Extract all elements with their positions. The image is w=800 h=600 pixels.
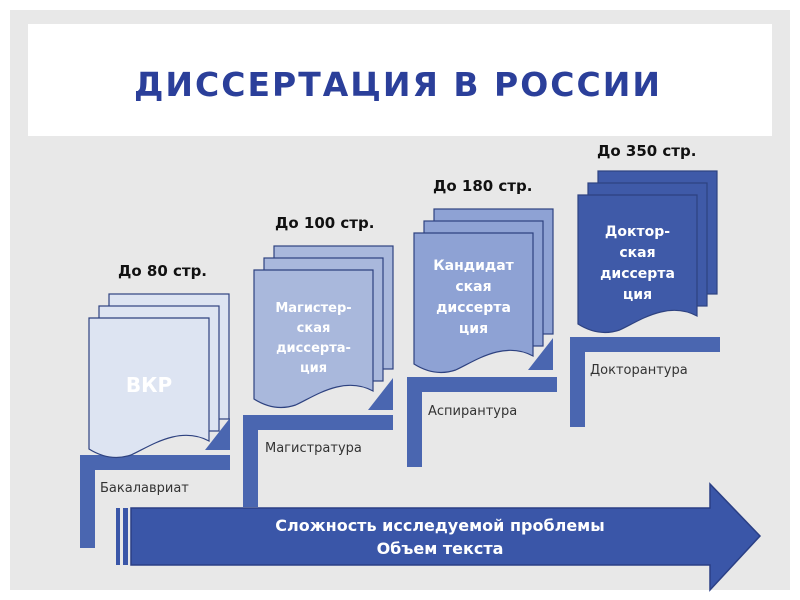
arrow-label-complexity: Сложность исследуемой проблемы [275,516,604,535]
document-title-line: диссерта [436,300,511,316]
stage-bar-horizontal [407,377,557,392]
step-bachelor: ВКР До 80 стр. Бакалавриат [80,262,230,548]
stage-bar-horizontal [80,455,230,470]
document-sheet-front [253,269,374,409]
page-limit-label: До 100 стр. [275,214,374,232]
stage-bar-vertical [570,337,585,427]
step-candidate: Кандидат ская диссерта ция До 180 стр. Аспира… [407,177,557,467]
stage-bar-horizontal [243,415,393,430]
page-limit-label: До 80 стр. [118,262,207,280]
document-title-line: ская [455,279,491,295]
stage-bar-vertical [407,377,422,467]
document-title-line: ВКР [126,373,172,397]
document-title-line: ция [623,287,652,303]
stage-label: Бакалавриат [100,481,189,496]
arrow-stripe [116,508,120,565]
arrow-stripe [123,508,128,565]
document-title-line: Кандидат [433,258,514,274]
document-title-line: ская [619,245,655,261]
document-sheet-front [413,232,534,374]
document-title-line: ция [459,321,488,337]
step-master: Магистер-ская диссерта-ция До 100 стр. Маги… [243,214,394,507]
stage-bar-horizontal [570,337,720,352]
step-triangle [528,338,553,370]
progress-arrow: Сложность исследуемой проблемы Объем тек… [116,482,762,592]
step-triangle [368,378,393,410]
arrow-body [130,482,762,592]
document-sheet-front [577,194,698,334]
step-doctor: Доктор-ская диссерта ция До 350 стр. Доктора… [570,142,720,427]
arrow-label-volume: Объем текста [377,539,504,558]
stage-label: Магистратура [265,441,362,456]
page-title: ДИССЕРТАЦИЯ В РОССИИ [134,65,662,104]
document-title-line: диссерта- [276,341,351,356]
page-limit-label: До 180 стр. [433,177,532,195]
step-triangle [205,418,230,450]
stage-bar-vertical [243,415,258,507]
stage-label: Докторантура [590,363,688,378]
document-title-line: Доктор- [605,224,670,240]
title-band [28,24,772,136]
document-title-line: Магистер- [275,301,351,316]
document-title-line: диссерта [600,266,675,282]
page-limit-label: До 350 стр. [597,142,696,160]
stage-bar-vertical [80,455,95,548]
document-title-line: ция [300,361,327,376]
steps-group: ВКР До 80 стр. Бакалавриат Магистер-ская дис… [80,142,720,548]
document-sheet-front [88,317,210,459]
document-title-line: ская [297,321,331,336]
stage-label: Аспирантура [428,404,517,419]
